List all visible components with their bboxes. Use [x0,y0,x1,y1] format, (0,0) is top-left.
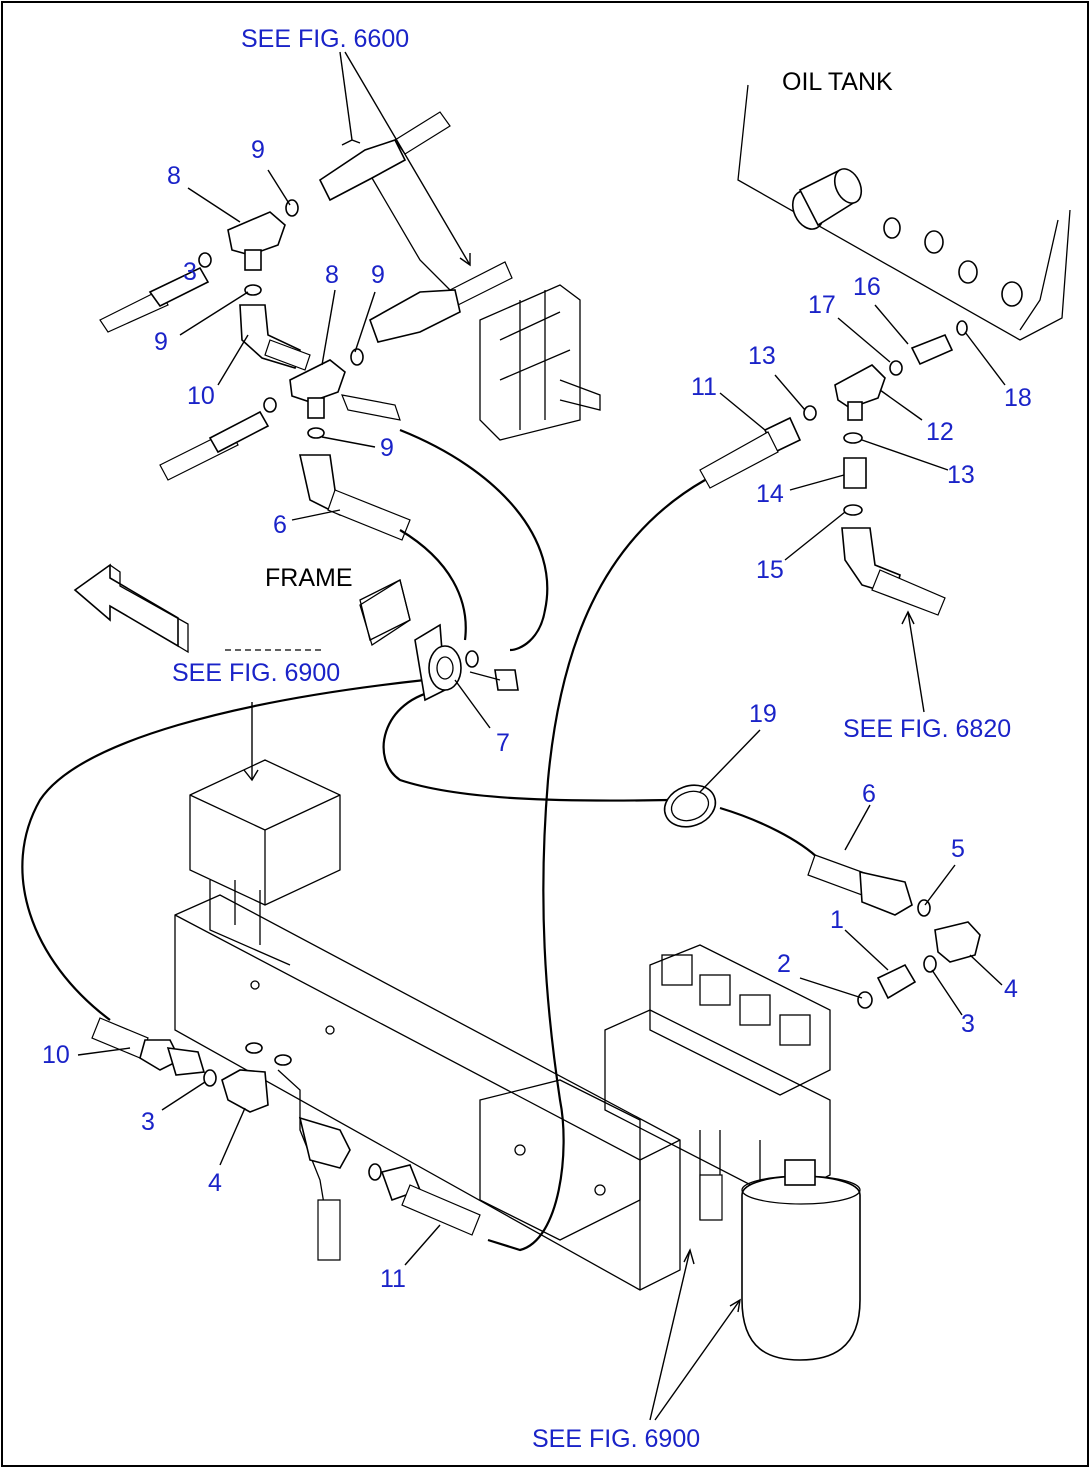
callout-3: 3 [961,1010,975,1038]
see-fig-6600-ref: SEE FIG. 6600 [241,25,409,53]
oil-tank-label: OIL TANK [782,68,893,96]
see-fig-6900-ref-left: SEE FIG. 6900 [172,659,340,687]
callout-11: 11 [691,373,717,401]
callout-13: 13 [748,342,776,370]
forward-direction-arrow [73,563,189,654]
frame-bracket [174,759,681,1291]
callout-6: 6 [862,780,876,808]
callout-7: 7 [496,729,510,757]
hose-lines [21,428,821,1252]
callout-1: 1 [830,906,844,934]
callout-8: 8 [325,261,339,289]
callout-3: 3 [141,1108,155,1136]
callout-9: 9 [380,434,394,462]
callout-leaders [77,169,1006,1266]
callout-19: 19 [749,700,777,728]
callout-14: 14 [756,480,784,508]
callout-5: 5 [951,835,965,863]
callout-2: 2 [777,950,791,978]
callout-10: 10 [187,382,215,410]
reference-arrows [243,51,925,1421]
callout-16: 16 [853,273,881,301]
callout-8: 8 [167,162,181,190]
see-fig-6900-ref-bottom: SEE FIG. 6900 [532,1425,700,1453]
lower-right-fittings [807,854,981,1009]
lower-left-fittings [91,1017,723,1261]
frame-plate [359,578,411,647]
callout-10: 10 [42,1041,70,1069]
oil-tank [737,84,1071,341]
callout-9: 9 [251,136,265,164]
callout-9: 9 [371,261,385,289]
clamp-bracket [359,579,519,702]
switch-tee-assembly [699,320,968,616]
callout-4: 4 [1004,975,1018,1003]
callout-12: 12 [926,418,954,446]
upper-branch-assembly [99,111,601,541]
callout-11: 11 [380,1265,406,1293]
filter-canister [741,1159,861,1361]
callout-9: 9 [154,328,168,356]
callout-15: 15 [756,556,784,584]
see-fig-6820-ref: SEE FIG. 6820 [843,715,1011,743]
callout-6: 6 [273,511,287,539]
callout-3: 3 [183,258,197,286]
callout-13: 13 [947,461,975,489]
hose-clip [663,784,717,828]
callout-numbers: 9 8 3 9 10 8 9 9 6 7 17 16 13 11 18 12 1… [42,136,1032,1293]
callout-17: 17 [808,291,836,319]
callout-18: 18 [1004,384,1032,412]
frame-label: FRAME [265,564,353,592]
callout-4: 4 [208,1169,222,1197]
